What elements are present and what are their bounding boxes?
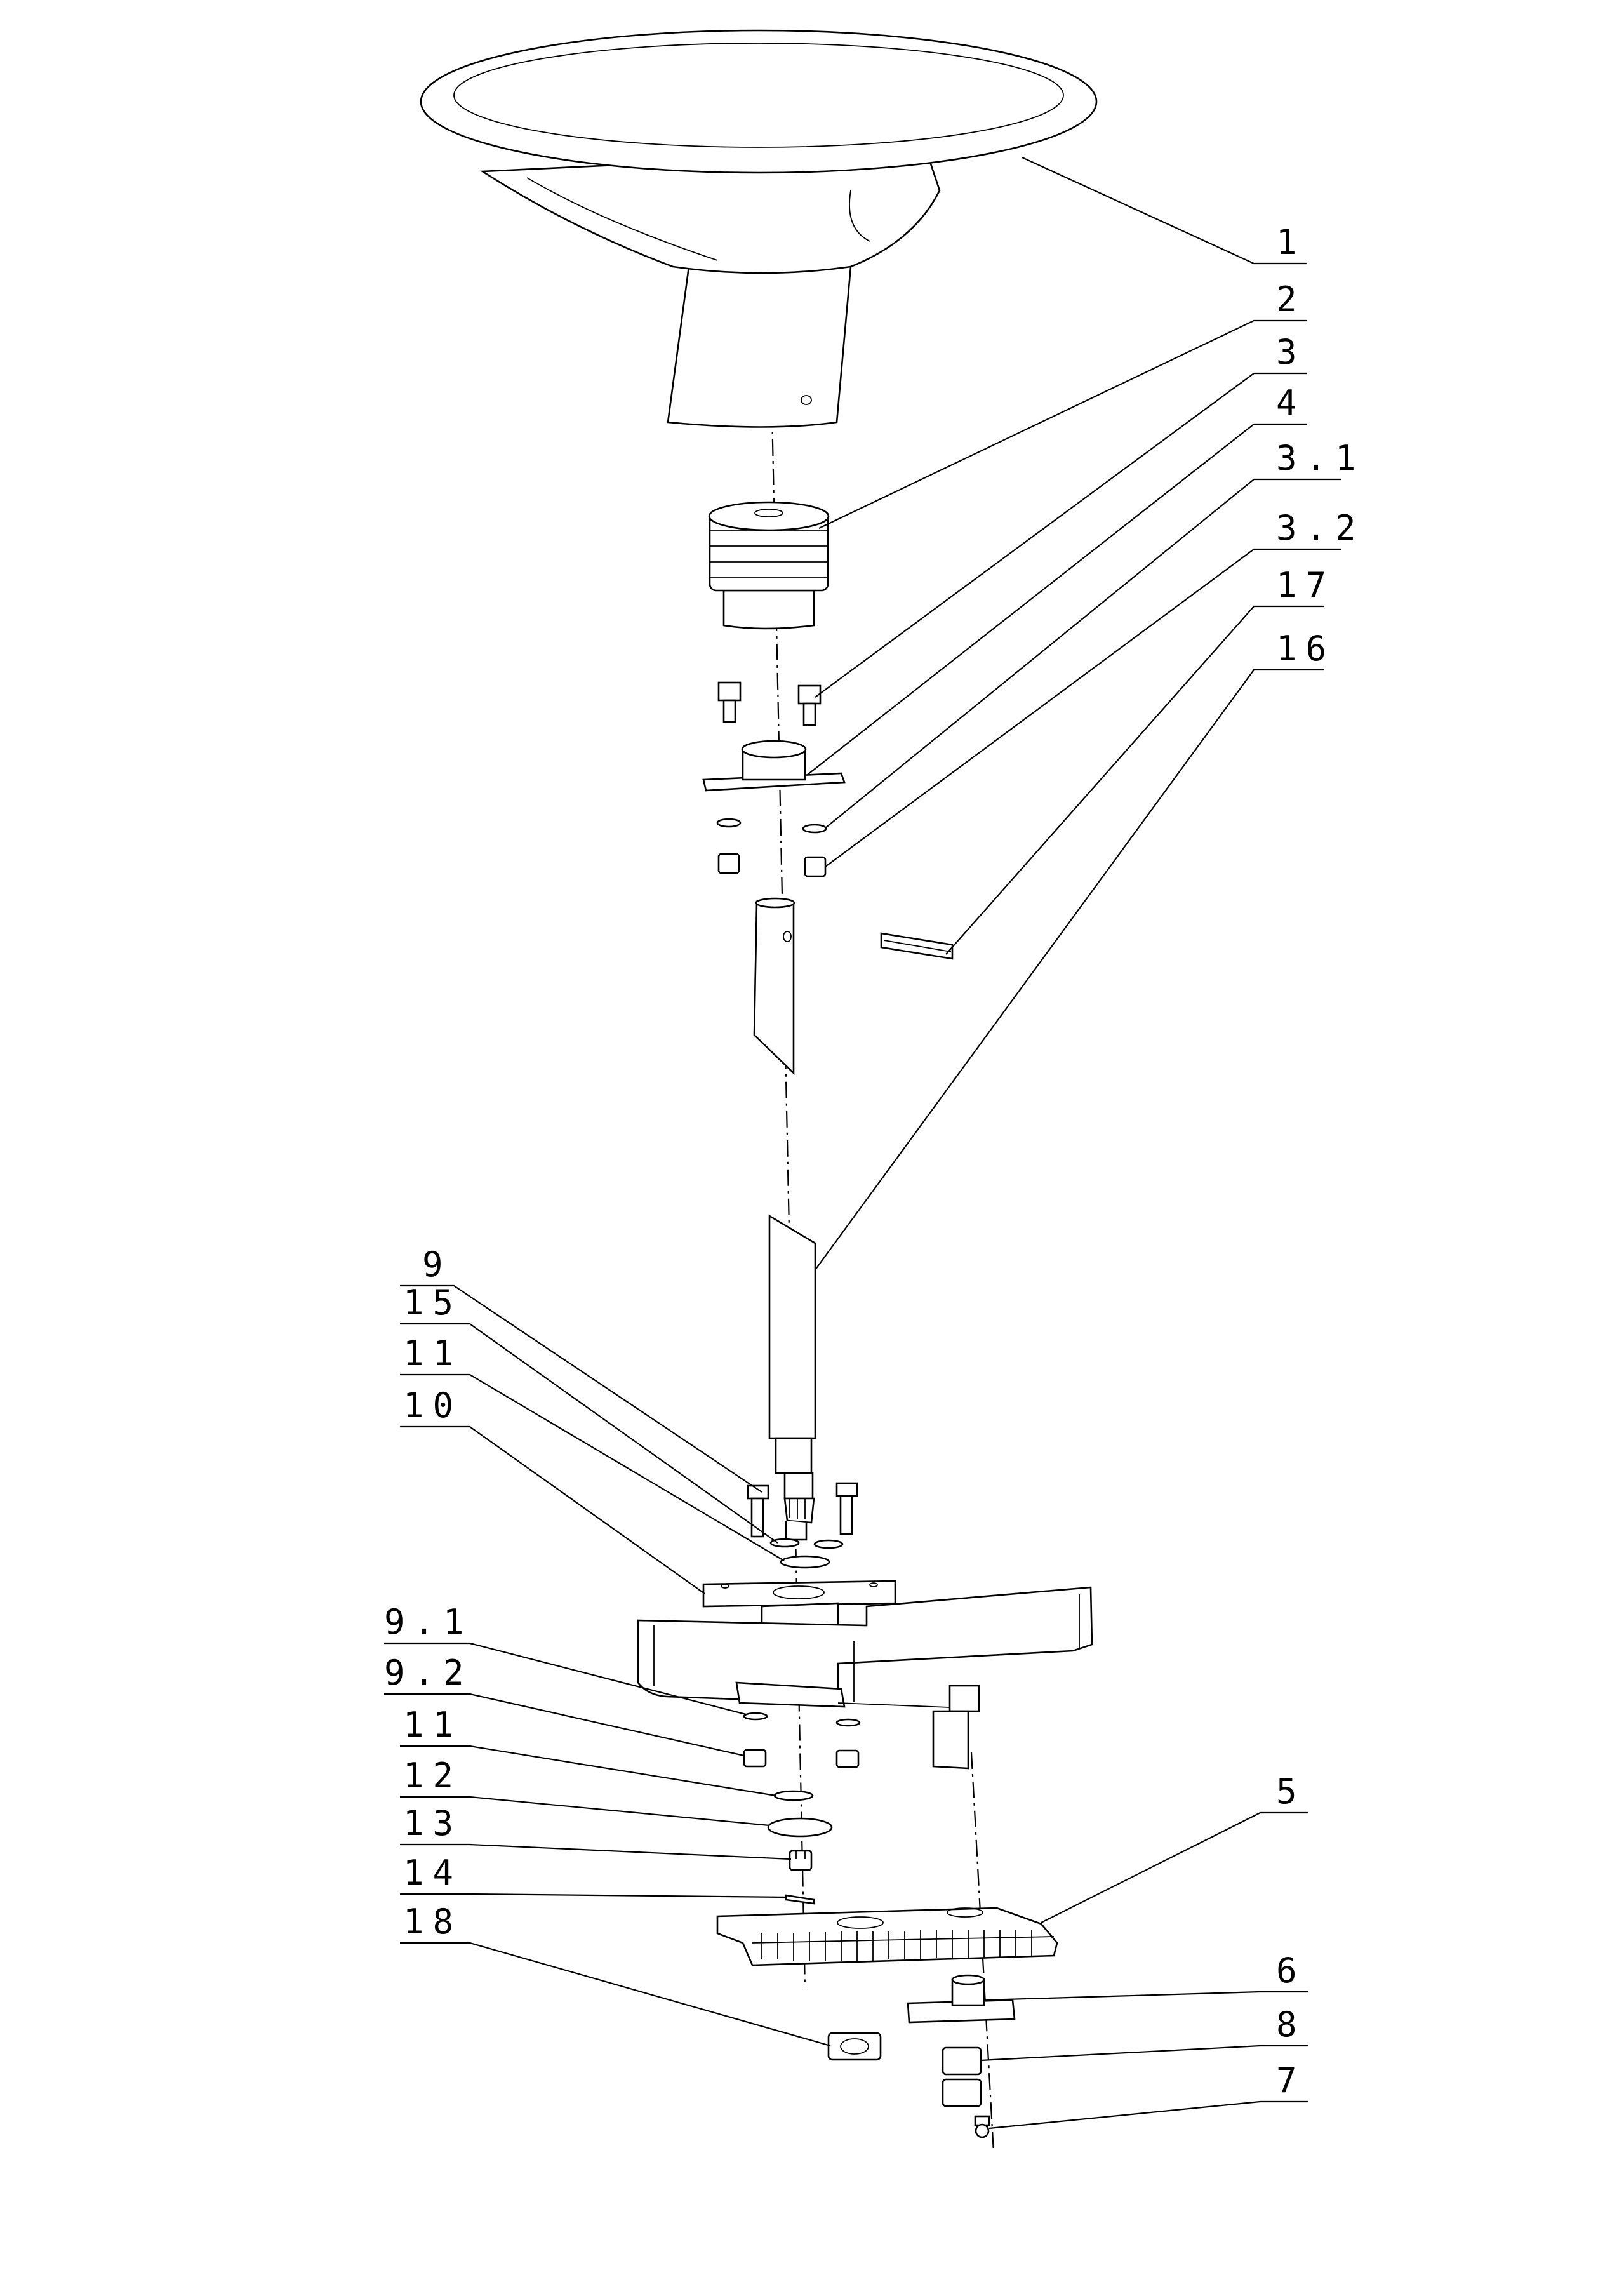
sector-axis-line xyxy=(970,1752,995,2153)
flat-washer-lower xyxy=(773,1790,814,1801)
label-18: 18 xyxy=(403,1902,462,1942)
callout-3: 3 xyxy=(815,332,1307,698)
callout-16: 16 xyxy=(815,629,1335,1271)
callout-8: 8 xyxy=(980,2005,1308,2062)
toothed-sector xyxy=(716,1907,1058,1966)
pinion-gear-assembly xyxy=(747,1472,858,1541)
spring-pin xyxy=(880,932,954,960)
label-14: 14 xyxy=(403,1853,462,1893)
sector-hub xyxy=(907,1974,1016,2024)
steering-wheel xyxy=(420,29,1098,428)
label-11-lower: 11 xyxy=(403,1705,462,1745)
callout-17: 17 xyxy=(945,565,1335,955)
column-flange xyxy=(702,740,846,792)
upper-nuts xyxy=(717,853,827,877)
callout-6: 6 xyxy=(983,1951,1308,2001)
callout-9-2: 9.2 xyxy=(384,1653,745,1757)
castle-nut xyxy=(789,1850,813,1871)
chassis-frame xyxy=(637,1586,1093,1709)
label-9-2: 9.2 xyxy=(384,1653,473,1693)
hub-nuts xyxy=(942,2046,982,2107)
flat-washer-upper xyxy=(780,1555,830,1569)
callout-5: 5 xyxy=(1041,1771,1308,1923)
callout-9-1: 9.1 xyxy=(384,1602,747,1716)
label-9-1: 9.1 xyxy=(384,1602,473,1642)
callout-18: 18 xyxy=(400,1902,831,2047)
callout-9: 9 xyxy=(400,1244,762,1493)
callout-11-lower: 11 xyxy=(400,1705,776,1797)
grease-nipple xyxy=(974,2115,990,2138)
pinion-washers xyxy=(769,1538,844,1549)
bearing-plate xyxy=(702,1580,896,1630)
callout-3-1: 3.1 xyxy=(825,438,1365,829)
callout-15: 15 xyxy=(400,1283,778,1544)
callout-14: 14 xyxy=(400,1853,788,1898)
label-11-upper: 11 xyxy=(403,1333,462,1373)
cotter-pin xyxy=(785,1894,815,1905)
label-3-2: 3.2 xyxy=(1276,508,1365,548)
callout-12: 12 xyxy=(400,1756,770,1827)
upper-bolt-pair xyxy=(717,681,822,726)
sector-shaft xyxy=(932,1685,980,1770)
main-axis-line xyxy=(770,380,806,1988)
callout-10: 10 xyxy=(400,1385,705,1594)
lower-washers xyxy=(743,1712,861,1727)
steering-shaft-upper xyxy=(753,897,795,1076)
label-6: 6 xyxy=(1276,1951,1306,1991)
callout-1: 1 xyxy=(1022,156,1307,265)
callout-7: 7 xyxy=(988,2060,1308,2130)
label-7: 7 xyxy=(1276,2060,1306,2100)
callout-3-2: 3.2 xyxy=(825,508,1365,867)
callout-2: 2 xyxy=(818,279,1307,529)
callout-4: 4 xyxy=(807,383,1307,775)
bellows xyxy=(708,501,830,630)
label-9: 9 xyxy=(422,1244,452,1284)
steering-shaft-lower xyxy=(768,1214,816,1474)
label-10: 10 xyxy=(403,1385,462,1425)
lower-nuts xyxy=(743,1749,860,1768)
label-16: 16 xyxy=(1276,629,1335,669)
callout-11-upper: 11 xyxy=(400,1333,785,1561)
label-12: 12 xyxy=(403,1756,462,1796)
label-3: 3 xyxy=(1276,332,1306,372)
label-17: 17 xyxy=(1276,565,1335,605)
label-3-1: 3.1 xyxy=(1276,438,1365,478)
bushing xyxy=(827,2032,882,2061)
label-13: 13 xyxy=(403,1803,462,1843)
thick-washer xyxy=(767,1817,833,1838)
label-8: 8 xyxy=(1276,2005,1306,2045)
upper-washers xyxy=(716,818,827,834)
label-2: 2 xyxy=(1276,279,1306,319)
label-4: 4 xyxy=(1276,383,1306,423)
label-5: 5 xyxy=(1276,1771,1306,1811)
callout-13: 13 xyxy=(400,1803,792,1860)
label-15: 15 xyxy=(403,1283,462,1323)
label-1: 1 xyxy=(1276,222,1306,262)
